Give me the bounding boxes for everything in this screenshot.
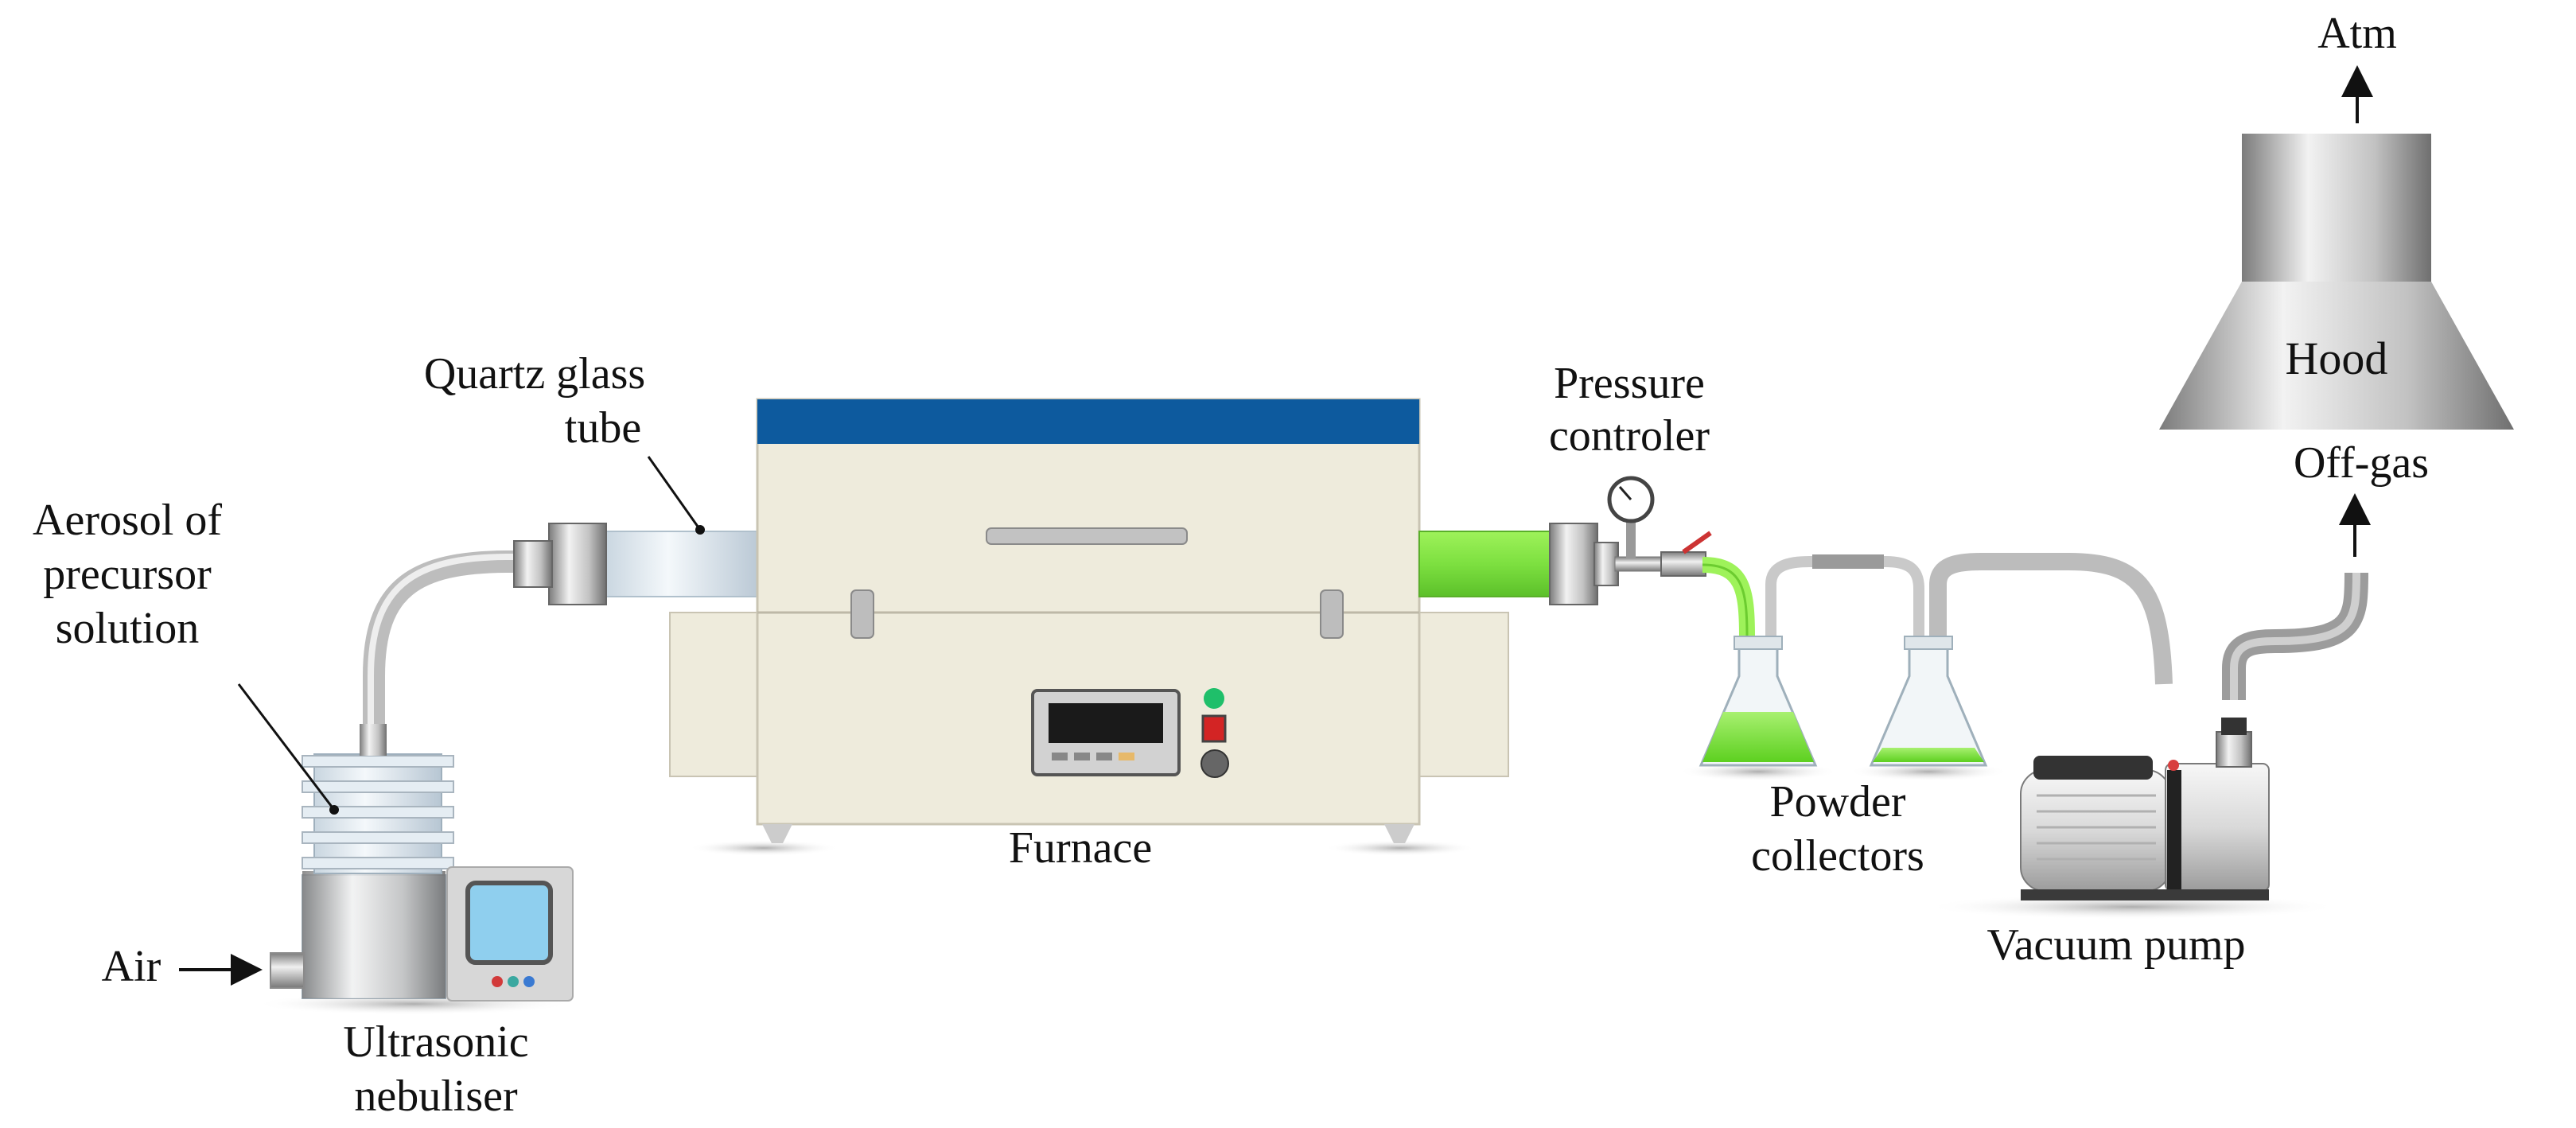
hose-to-pump (1929, 553, 2173, 685)
exhaust-hose-highlight (2230, 572, 2360, 700)
off-gas-label: Off-gas (2294, 438, 2429, 488)
flask-2 (1869, 641, 1988, 767)
aerosol-label-line2: precursor (43, 550, 212, 599)
exhaust-hose (2222, 572, 2368, 700)
hose-to-flask-1 (1702, 557, 1755, 637)
controller-key-1 (1052, 753, 1068, 760)
quartz-label-line1: Quartz glass (424, 349, 645, 399)
hose-between-flasks (1765, 556, 1924, 636)
valve-body (1660, 551, 1706, 577)
quartz-pointer (647, 456, 702, 531)
furnace (669, 398, 1509, 856)
left-flange-cap (513, 540, 553, 588)
controller-key-4 (1119, 753, 1134, 760)
quartz-pointer-dot (695, 525, 705, 535)
ultrasonic-nebuliser (255, 550, 574, 1015)
furnace-shadow-left (688, 840, 839, 856)
pump-motor-top (2033, 756, 2153, 780)
powder-label-line2: collectors (1751, 831, 1924, 881)
nebuliser-label-line2: nebuliser (354, 1072, 518, 1121)
flask-1-shadow (1679, 762, 1838, 781)
air-label: Air (102, 942, 161, 991)
flask-2-liquid (1873, 748, 1984, 762)
pump-motor-fins (2037, 794, 2156, 861)
nebuliser-label-line1: Ultrasonic (343, 1017, 528, 1067)
outlet-assembly (1418, 476, 1712, 605)
valve-handle (1682, 531, 1712, 554)
hood-label: Hood (2286, 333, 2388, 384)
pump-exhaust-cap (2221, 718, 2247, 735)
right-flange (1549, 523, 1598, 605)
outlet-pipe (1614, 556, 1664, 572)
pump-indicator (2168, 760, 2179, 771)
nebuliser-screen (465, 881, 553, 965)
aerosol-hose-highlight (368, 554, 541, 740)
furnace-foot-left (762, 824, 792, 843)
furnace-shadow-right (1325, 840, 1476, 856)
flask-1-stopper (1734, 636, 1783, 650)
cooling-fins (302, 724, 454, 874)
quartz-label-line2: tube (565, 403, 641, 453)
hood: Hood (2159, 134, 2514, 430)
controller-key-2 (1074, 753, 1090, 760)
atm-label: Atm (2317, 9, 2397, 58)
furnace-handle (986, 527, 1188, 545)
furnace-display (1049, 703, 1163, 743)
furnace-knob (1200, 749, 1229, 778)
hood-stack (2242, 134, 2431, 282)
pressure-label-line2: controler (1549, 411, 1710, 461)
pump-motor (2020, 769, 2171, 892)
hose-to-flask-1-outline (1702, 563, 1749, 637)
nebuliser-button-red (492, 976, 503, 987)
furnace-left-wing (669, 612, 763, 777)
aerosol-hose (363, 550, 541, 740)
furnace-foot-right (1384, 824, 1414, 843)
pump-exhaust-port (2216, 731, 2252, 768)
pump-divider (2167, 770, 2181, 891)
gauge-needle (1618, 486, 1632, 500)
furnace-hinge-right (1320, 589, 1344, 639)
furnace-right-wing (1415, 612, 1509, 777)
furnace-label: Furnace (1009, 823, 1152, 873)
aerosol-label-line1: Aerosol of (33, 496, 222, 545)
green-tube-section (1418, 531, 1554, 597)
flask-2-shadow (1849, 762, 2008, 781)
furnace-hinge-left (850, 589, 874, 639)
pressure-label-line1: Pressure (1554, 359, 1705, 408)
hood-body (2159, 282, 2514, 430)
vacuum-pump (1925, 572, 2368, 920)
controller-key-3 (1096, 753, 1112, 760)
nebuliser-button-blue (523, 976, 535, 987)
aerosol-pointer-dot (329, 805, 339, 815)
flask-1-liquid (1702, 712, 1814, 762)
pump-base (2021, 889, 2269, 900)
gauge-stem (1626, 519, 1636, 558)
furnace-power-light (1204, 688, 1224, 709)
powder-collectors (1679, 553, 2173, 781)
hose-coupling-1 (1812, 554, 1884, 569)
air-inlet (270, 952, 305, 989)
flask-2-stopper (1904, 636, 1953, 650)
aerosol-pointer (237, 683, 336, 811)
powder-label-line1: Powder (1769, 777, 1905, 827)
furnace-top-panel (757, 399, 1419, 444)
aerosol-label-line3: solution (56, 604, 199, 653)
vacuum-pump-label: Vacuum pump (1986, 920, 2245, 970)
furnace-power-switch (1201, 714, 1227, 743)
nebuliser-button-teal (508, 976, 519, 987)
left-flange (548, 523, 607, 605)
right-flange-cap (1593, 542, 1619, 586)
nebuliser-cylinder (302, 871, 446, 998)
quartz-glass-tube (513, 523, 765, 605)
quartz-tube-body (604, 531, 765, 597)
